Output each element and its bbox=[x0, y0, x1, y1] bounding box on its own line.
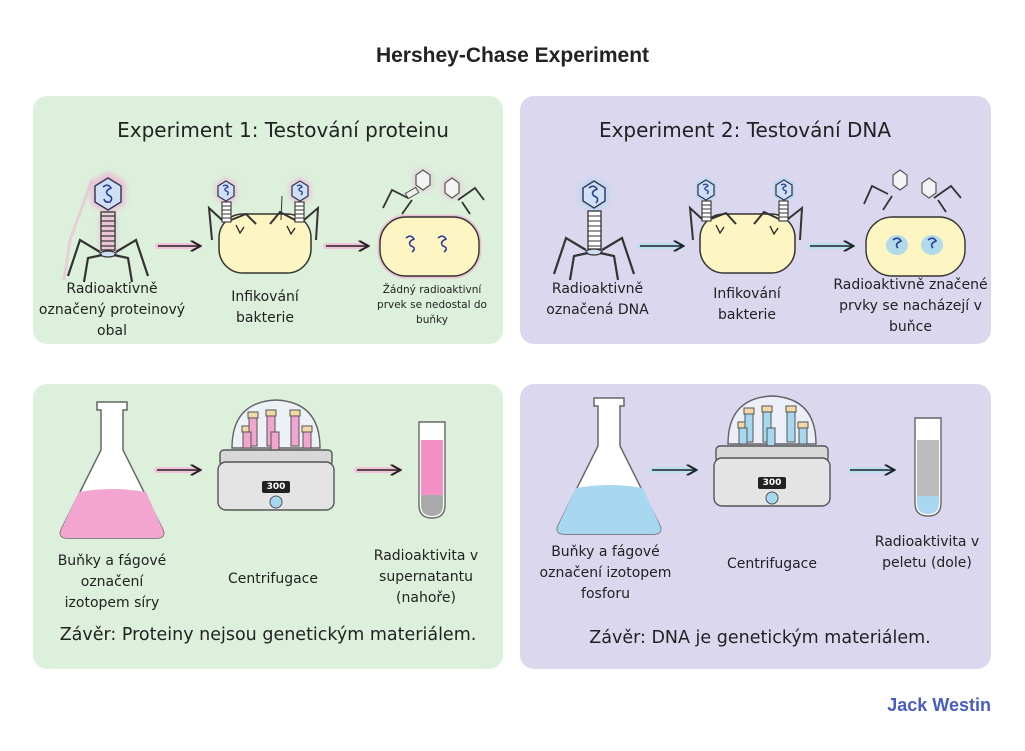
proc2-label3: Radioaktivita v peletu (dole) bbox=[874, 534, 980, 571]
empty-phage-icon bbox=[863, 169, 962, 213]
phage-icon bbox=[688, 177, 737, 241]
bacterium-icon bbox=[377, 214, 482, 279]
phage-icon bbox=[62, 172, 150, 283]
exp2-title: Experiment 2: Testování DNA bbox=[598, 118, 892, 142]
centrifuge-icon bbox=[713, 395, 831, 507]
phage-icon bbox=[753, 177, 804, 241]
exp1-step2-label: Infikování bakterie bbox=[231, 289, 299, 326]
exp2-step1-label: Radioaktivně označená DNA bbox=[546, 281, 649, 318]
flask-icon bbox=[556, 397, 662, 535]
brand-logo[interactable]: Jack Westin bbox=[887, 695, 991, 715]
empty-phage-icon bbox=[382, 168, 485, 215]
proc1-label2: Centrifugace bbox=[228, 571, 318, 587]
proc2-label2: Centrifugace bbox=[727, 556, 817, 572]
flask-icon bbox=[59, 401, 165, 539]
proc2-label1: Buňky a fágové označení izotopem fosforu bbox=[539, 544, 672, 602]
phage-icon bbox=[269, 178, 320, 241]
test-tube-icon bbox=[418, 421, 446, 519]
proc2-conclusion: Závěr: DNA je genetickým materiálem. bbox=[589, 628, 931, 648]
proc1-label1: Buňky a fágové označení izotopem síry bbox=[57, 553, 167, 611]
centrifuge-display: 300 bbox=[762, 478, 782, 488]
proc1-label3: Radioaktivita v supernatantu (nahoře) bbox=[373, 548, 479, 606]
exp2-step3-label: Radioaktivně značené prvky se nacházejí … bbox=[833, 277, 988, 335]
exp2-step2-label: Infikování bakterie bbox=[713, 286, 781, 323]
test-tube-icon bbox=[914, 417, 942, 517]
exp1-step3-label: Žádný radioaktivní prvek se nedostal do … bbox=[377, 284, 487, 326]
exp1-title: Experiment 1: Testování proteinu bbox=[117, 118, 449, 142]
phage-icon bbox=[552, 178, 636, 281]
phage-icon bbox=[207, 178, 257, 241]
exp1-step1-label: Radioaktivně označený proteinový obal bbox=[38, 281, 186, 339]
centrifuge-display: 300 bbox=[266, 482, 286, 492]
bacterium-icon bbox=[865, 216, 966, 277]
proc1-conclusion: Závěr: Proteiny nejsou genetickým materi… bbox=[59, 625, 477, 645]
bacterium-icon bbox=[699, 213, 796, 274]
centrifuge-icon bbox=[217, 399, 335, 511]
page-title: Hershey-Chase Experiment bbox=[375, 44, 650, 67]
